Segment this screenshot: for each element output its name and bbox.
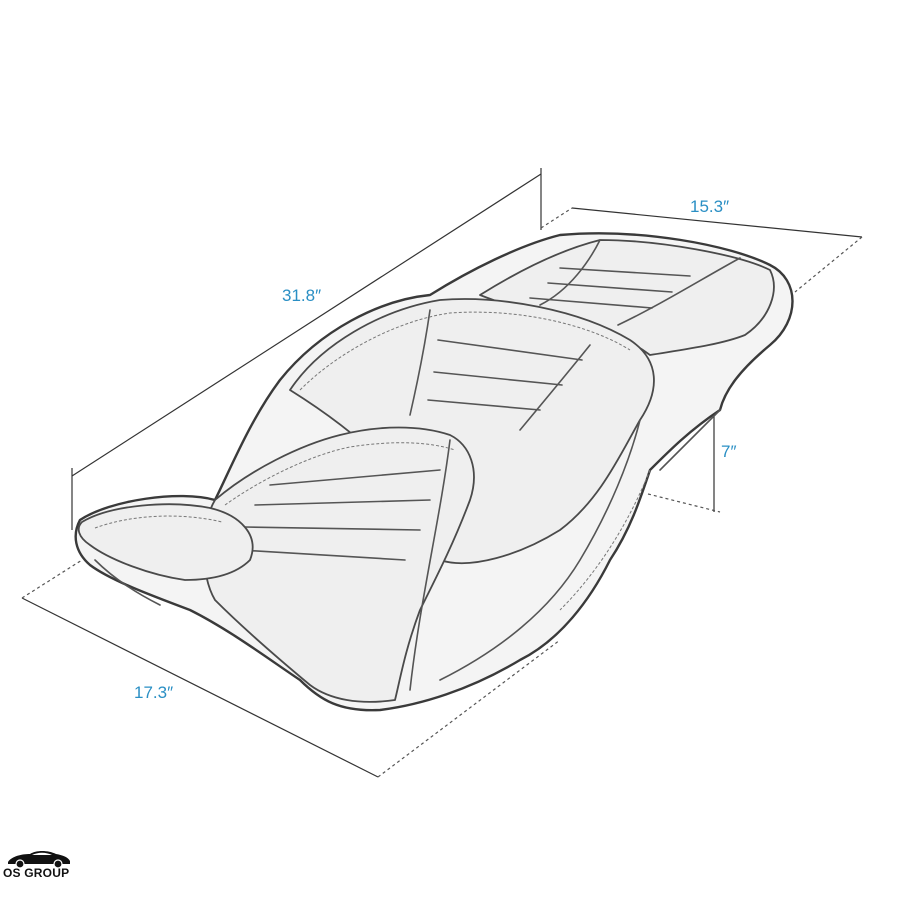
back-width-dimension <box>540 207 863 293</box>
seat-illustration <box>74 232 794 712</box>
front-width-dimension <box>21 559 561 778</box>
back-width-label: 15.3″ <box>690 197 730 216</box>
car-icon <box>8 851 70 869</box>
logo-text: OS GROUP <box>3 866 70 880</box>
height-label: 7″ <box>721 442 737 461</box>
length-dimension <box>71 168 542 530</box>
length-label: 31.8″ <box>282 286 322 305</box>
front-width-label: 17.3″ <box>134 683 174 702</box>
